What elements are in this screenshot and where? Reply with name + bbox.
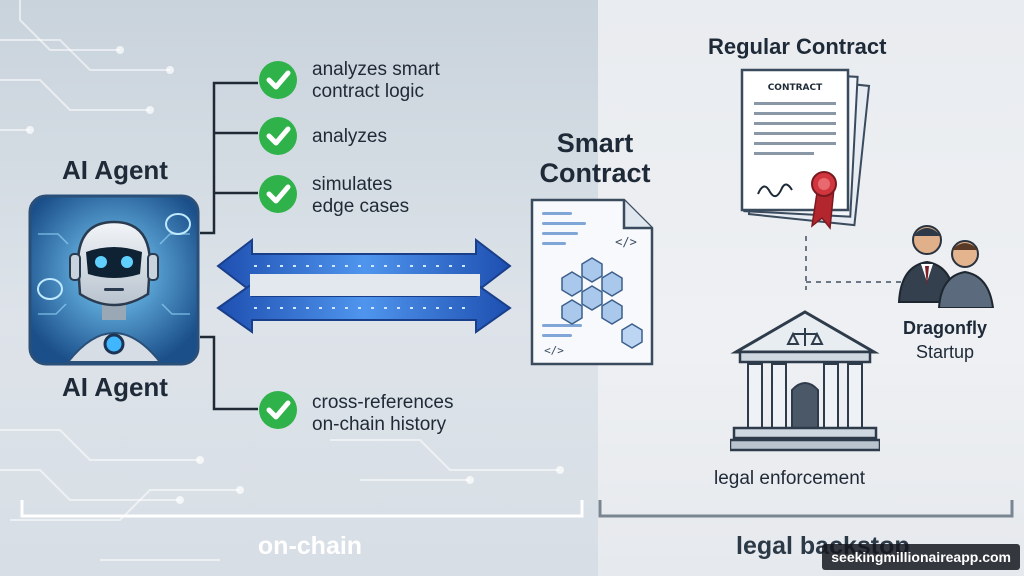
svg-text:CONTRACT: CONTRACT [768,83,823,93]
paper-contract-document-icon: CONTRACT [740,68,871,230]
check-icon [259,117,297,155]
founders-people-icon [897,225,995,308]
agent-title-bottom: AI Agent [62,372,168,402]
smart-contract-title: Smart Contract [539,128,651,188]
checklist-connector-lines [200,81,258,411]
smart-contract-document-icon: </> </> [530,198,654,366]
check-icon [259,391,297,429]
checklist-item-text: analyzes [312,126,387,147]
agent-title-top: AI Agent [62,155,168,185]
check-icon [259,175,297,213]
arrow-gap [250,274,480,296]
svg-text:</>: </> [544,344,564,357]
regular-contract-title: Regular Contract [708,34,887,59]
robot-agent-icon [28,194,200,366]
checklist-item-text: analyzes smart contract logic [312,59,440,102]
watermark-badge: seekingmillionaireapp.com [822,544,1020,570]
section-brackets [20,500,1014,518]
checklist-item-text: cross-references on-chain history [312,392,454,435]
on-chain-section-label: on-chain [257,532,363,560]
circuit-traces-decoration [0,0,600,576]
svg-text:</>: </> [615,235,637,249]
dragonfly-subtitle: Startup [915,342,975,362]
checklist-item-text: simulates edge cases [312,174,410,217]
dragonfly-name: Dragonfly [902,318,987,338]
legal-enforcement-label: legal enforcement [714,468,866,489]
check-icon [259,61,297,99]
dashed-connector-lines [805,236,914,290]
courthouse-icon [730,310,880,452]
